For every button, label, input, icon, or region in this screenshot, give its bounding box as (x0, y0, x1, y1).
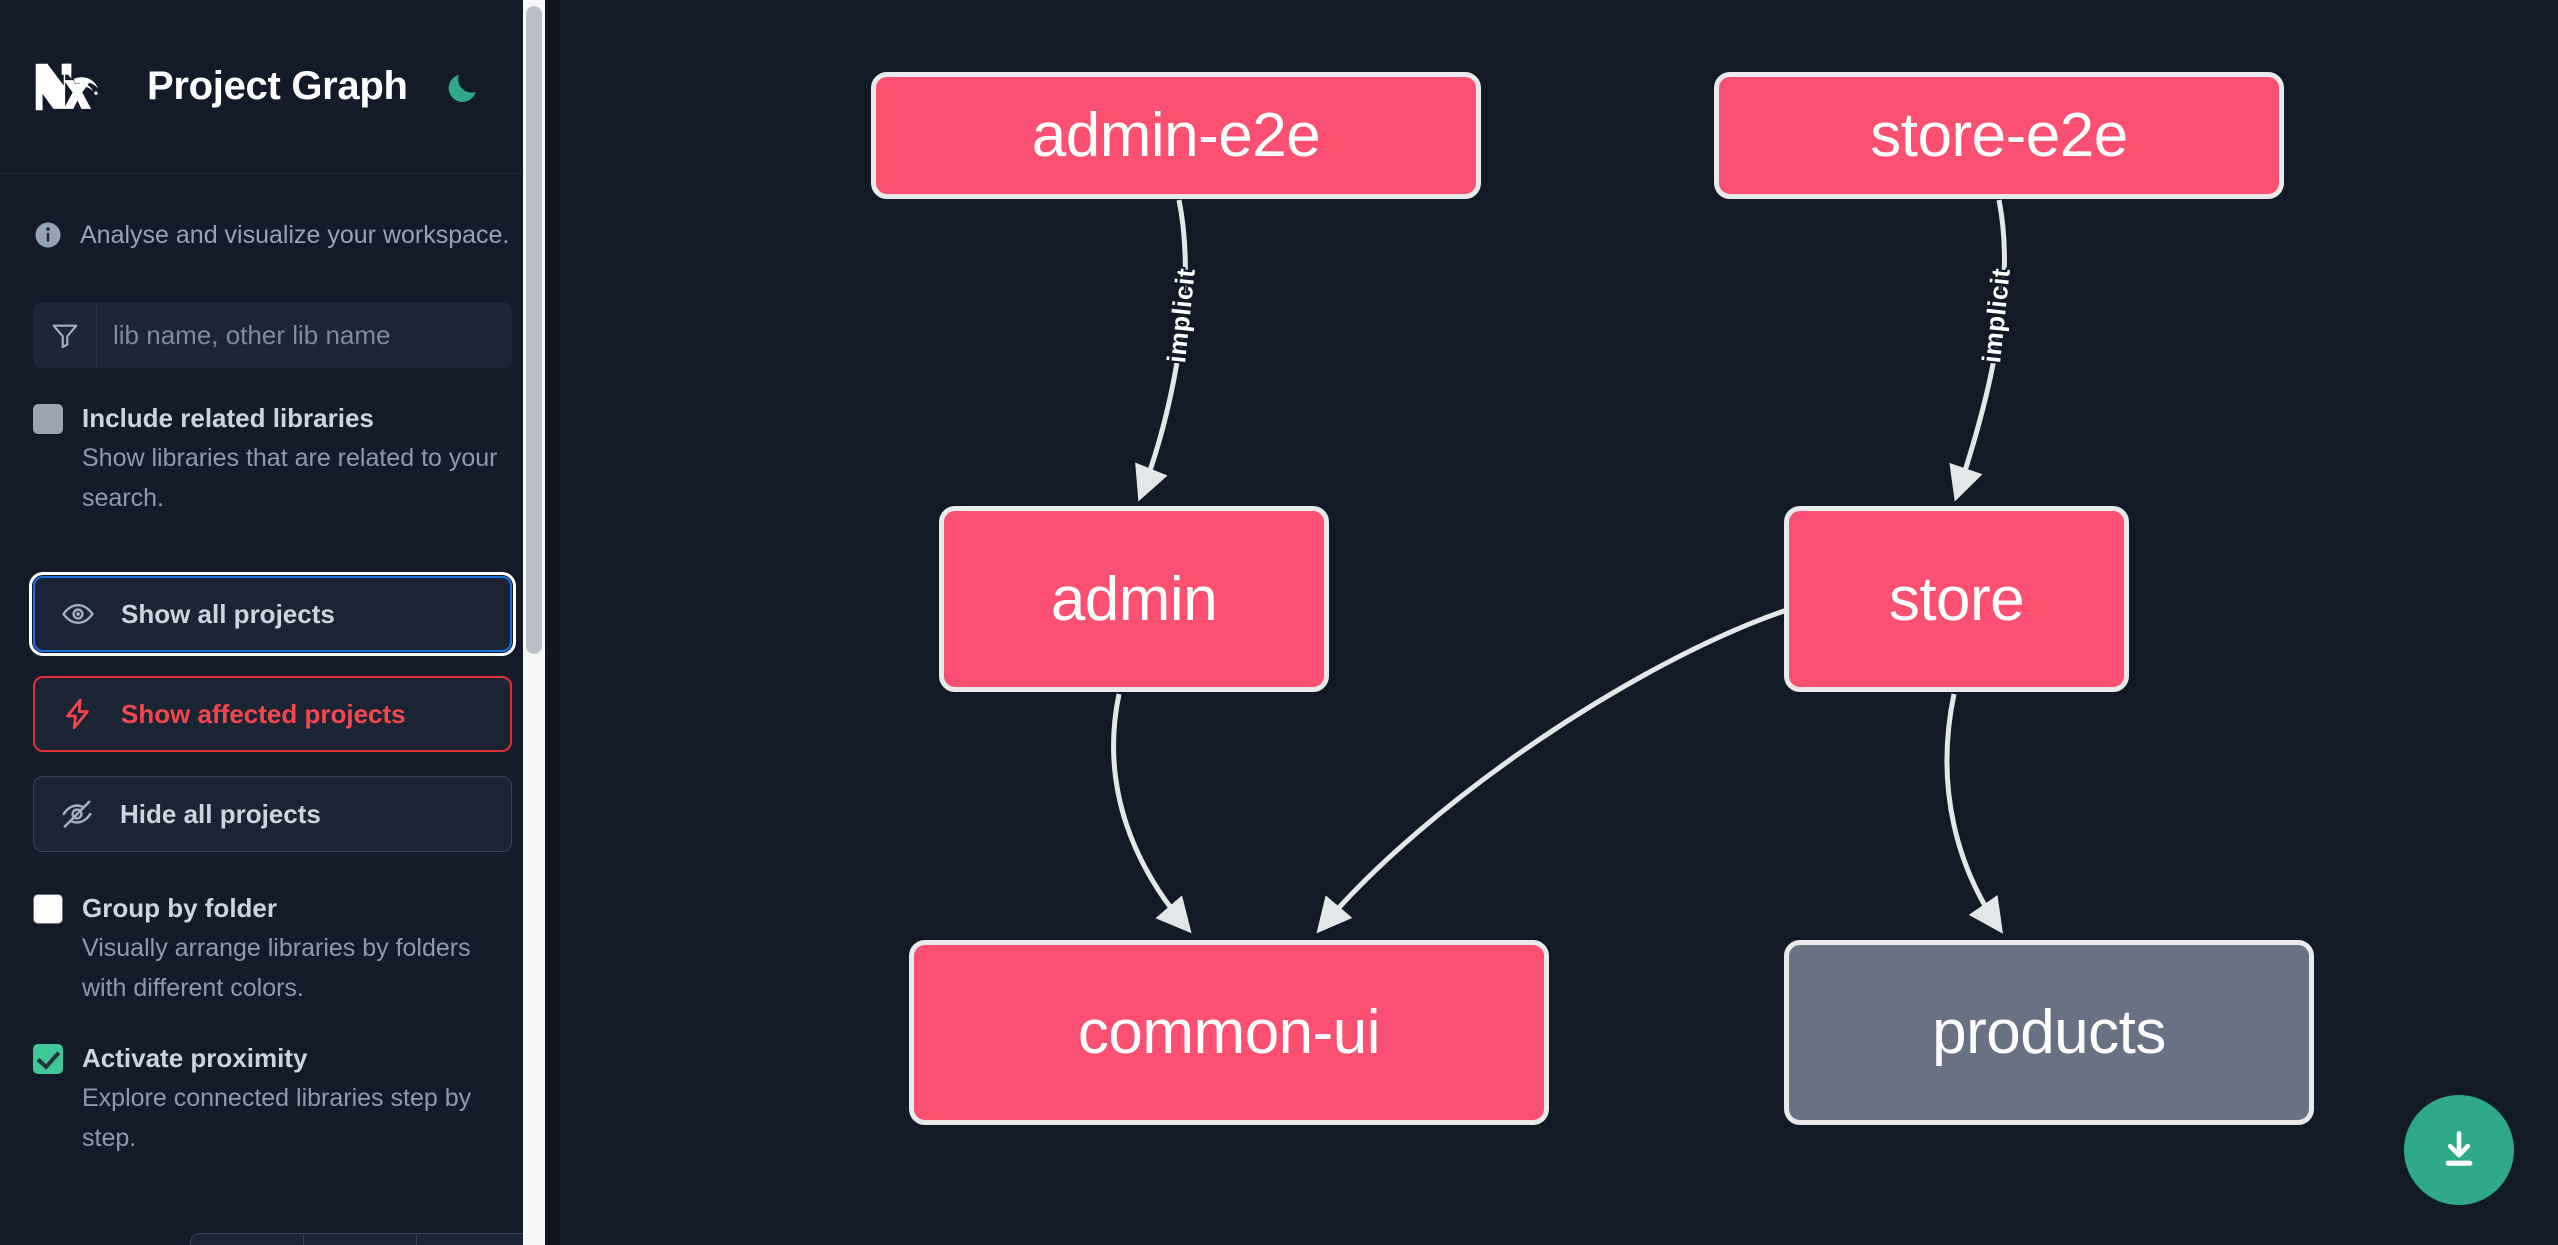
graph-node-admin-e2e[interactable]: admin-e2e (871, 72, 1481, 199)
show-all-projects-button[interactable]: Show all projects (29, 572, 516, 656)
edge-store-e2e-store (1949, 199, 2007, 502)
checkbox-label-include-related-libraries: Include related libraries (82, 403, 374, 433)
checkbox-desc-activate-proximity: Explore connected libraries step by step… (82, 1084, 472, 1152)
info-circle-icon (33, 220, 63, 250)
graph-edges (1111, 199, 2007, 934)
edge-store-products (1944, 693, 2003, 934)
search-input[interactable] (97, 302, 512, 368)
eye-icon (61, 597, 99, 631)
graph-node-label-admin-e2e: admin-e2e (1031, 101, 1321, 170)
show-all-projects-label: Show all projects (121, 598, 335, 629)
sidebar-scrollbar[interactable] (523, 0, 545, 1245)
filter-icon (33, 302, 97, 368)
sidebar-scrollbar-thumb[interactable] (526, 6, 542, 654)
graph-node-label-common-ui: common-ui (1077, 998, 1381, 1067)
hide-all-projects-button[interactable]: Hide all projects (33, 776, 512, 852)
graph-node-label-products: products (1932, 998, 2166, 1067)
checkbox-desc-include-related-libraries: Show libraries that are related to your … (82, 444, 498, 512)
checkbox-label-activate-proximity: Activate proximity (82, 1043, 308, 1073)
workspace-info: Analyse and visualize your workspace. (0, 174, 545, 250)
sidebar: Project Graph Analyse and visualize yo (0, 0, 559, 1245)
project-action-buttons: Show all projects Show affected projects (0, 572, 545, 852)
checkbox-row-group-by-folder[interactable]: Group by folder Visually arrange librari… (0, 888, 545, 1008)
checkbox-row-include-related-libraries[interactable]: Include related libraries Show libraries… (0, 398, 545, 518)
page-title: Project Graph (147, 64, 408, 108)
lightning-bolt-icon (61, 697, 99, 731)
proximity-step-segmented-control[interactable] (190, 1233, 530, 1245)
graph-node-products[interactable]: products (1784, 940, 2314, 1125)
download-icon (2435, 1125, 2483, 1176)
graph-node-label-store: store (1888, 564, 2025, 634)
search-field[interactable] (33, 302, 512, 368)
segment-option-3[interactable] (417, 1234, 529, 1245)
eye-off-icon (60, 797, 98, 831)
edge-admin-e2e-admin (1135, 199, 1188, 502)
project-graph-canvas[interactable]: implicit implicit admin-e2e store-e2e ad… (559, 0, 2558, 1245)
sidebar-edge (545, 0, 559, 1245)
checkbox-group-by-folder[interactable] (33, 894, 63, 924)
show-affected-projects-label: Show affected projects (121, 698, 406, 729)
graph-node-store[interactable]: store (1784, 506, 2129, 692)
segment-option-1[interactable] (191, 1234, 304, 1245)
checkbox-activate-proximity[interactable] (33, 1044, 63, 1074)
checkbox-label-group-by-folder: Group by folder (82, 893, 277, 923)
show-affected-projects-button[interactable]: Show affected projects (33, 676, 512, 752)
download-image-button[interactable] (2404, 1095, 2514, 1205)
checkbox-include-related-libraries[interactable] (33, 404, 63, 434)
graph-node-label-store-e2e: store-e2e (1870, 101, 2128, 170)
graph-node-admin[interactable]: admin (939, 506, 1329, 692)
graph-node-store-e2e[interactable]: store-e2e (1714, 72, 2284, 199)
edge-admin-common-ui (1111, 693, 1192, 934)
graph-node-common-ui[interactable]: common-ui (909, 940, 1549, 1125)
graph-node-label-admin: admin (1050, 564, 1218, 634)
edge-store-common-ui (1316, 607, 1788, 934)
segment-option-2[interactable] (304, 1234, 417, 1245)
sidebar-header: Project Graph (0, 0, 545, 174)
checkbox-row-activate-proximity[interactable]: Activate proximity Explore connected lib… (0, 1038, 545, 1158)
nx-logo-icon (33, 57, 115, 117)
checkbox-desc-group-by-folder: Visually arrange libraries by folders wi… (82, 934, 471, 1002)
hide-all-projects-label: Hide all projects (120, 798, 321, 829)
moon-icon[interactable] (443, 67, 483, 107)
workspace-info-text: Analyse and visualize your workspace. (80, 220, 510, 249)
